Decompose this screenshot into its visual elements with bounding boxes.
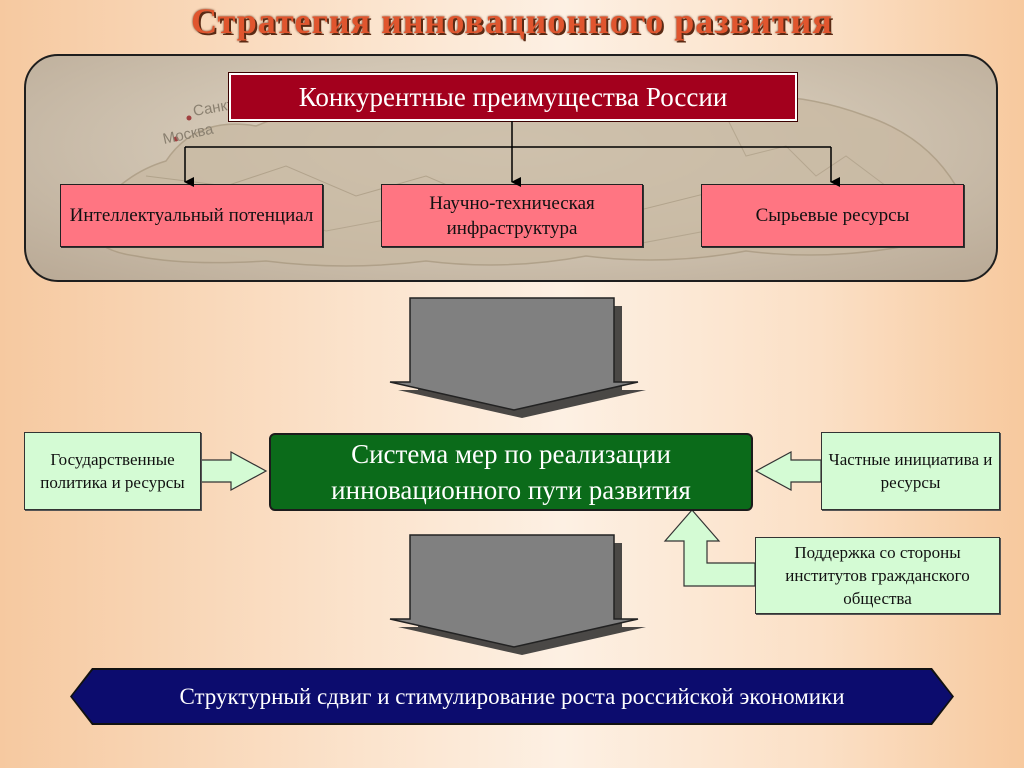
- competitive-advantages-label: Конкурентные преимущества России: [298, 81, 728, 112]
- private-initiative-label: Частные инициатива и ресурсы: [828, 450, 993, 492]
- state-policy-box: Государственные политика и ресурсы: [24, 432, 201, 510]
- sci-tech-infrastructure-label: Научно-техническая инфраструктура: [429, 192, 595, 239]
- raw-resources-box: Сырьевые ресурсы: [701, 184, 964, 247]
- map-label-spb: Санкт: [192, 96, 236, 120]
- block-arrow-down-top: [389, 297, 646, 418]
- state-policy-label: Государственные политика и ресурсы: [40, 450, 185, 492]
- civil-society-support-label: Поддержка со стороны институтов гражданс…: [785, 543, 970, 608]
- arrow-from-right: [754, 450, 822, 492]
- intellectual-potential-label: Интеллектуальный потенциал: [69, 205, 314, 226]
- civil-society-support-box: Поддержка со стороны институтов гражданс…: [755, 537, 1000, 614]
- system-of-measures-label: Система мер по реализации инновационного…: [331, 439, 691, 505]
- sci-tech-infrastructure-box: Научно-техническая инфраструктура: [381, 184, 643, 247]
- block-arrow-down-bottom: [389, 534, 646, 655]
- structural-shift-bar: Структурный сдвиг и стимулирование роста…: [72, 670, 952, 723]
- system-of-measures-box: Система мер по реализации инновационного…: [269, 433, 753, 511]
- page-title: Стратегия инновационного развития: [191, 1, 833, 41]
- competitive-advantages-box: Конкурентные преимущества России: [228, 72, 798, 122]
- raw-resources-label: Сырьевые ресурсы: [755, 205, 910, 226]
- private-initiative-box: Частные инициатива и ресурсы: [821, 432, 1000, 510]
- structural-shift-label: Структурный сдвиг и стимулирование роста…: [179, 683, 845, 709]
- arrow-from-bottom-right: [663, 509, 756, 587]
- intellectual-potential-box: Интеллектуальный потенциал: [60, 184, 323, 247]
- arrow-from-left: [200, 450, 268, 492]
